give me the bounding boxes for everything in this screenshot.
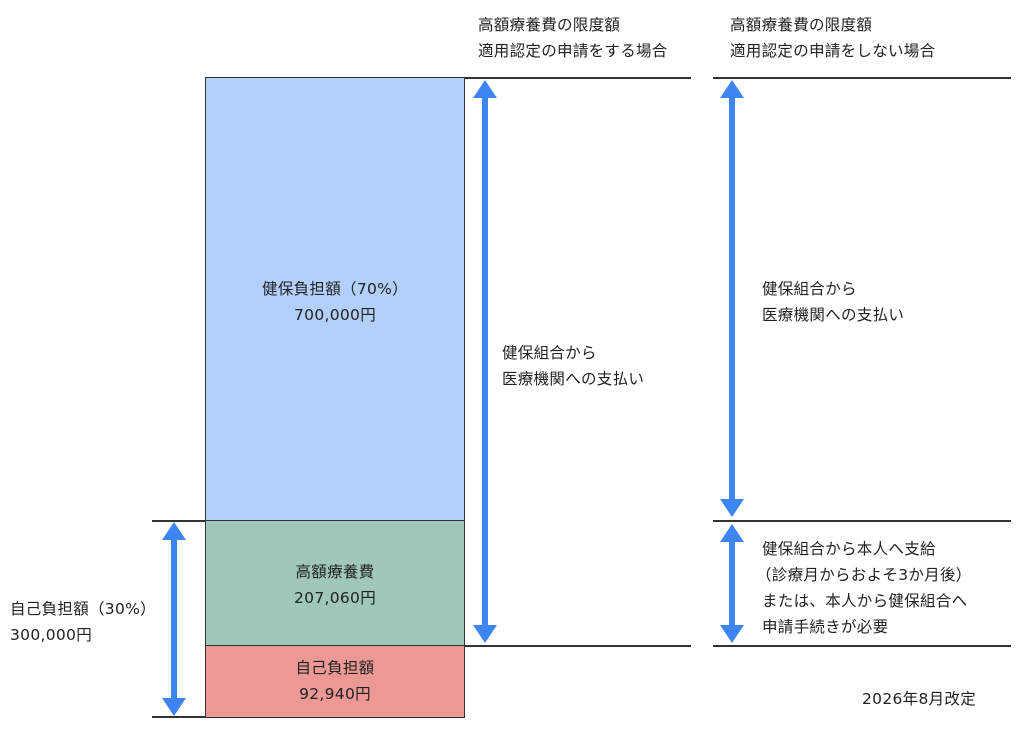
high-cost-segment: 高額療養費 207,060円 [205,520,465,647]
insurer-share-label: 健保負担額（70%） [262,280,408,298]
refund-note-line1: 健保組合から本人へ支給 [762,540,936,558]
with-certificate-label-line2: 医療機関への支払い [502,370,645,388]
refund-note-line2: （診療月からおよそ3か月後） [756,566,972,584]
insurer-share-amount: 700,000円 [294,306,376,324]
lower-line-without [713,645,1011,647]
with-certificate-label: 健保組合から 医療機関への支払い [502,340,644,392]
self-burden-total-amount: 300,000円 [10,626,92,644]
self-pay-amount: 92,940円 [299,685,371,703]
with-certificate-header: 高額療養費の限度額 適用認定の申請をする場合 [478,12,668,64]
insurer-share-segment: 健保負担額（70%） 700,000円 [205,77,465,522]
self-pay-segment: 自己負担額 92,940円 [205,645,465,718]
high-cost-amount: 207,060円 [294,589,376,607]
refund-note-line3: または、本人から健保組合へ [762,592,968,610]
revision-note: 2026年8月改定 [862,690,977,708]
bottom-line-left [152,716,206,718]
without-certificate-header-line1: 高額療養費の限度額 [730,16,873,34]
refund-note: 健保組合から本人へ支給 （診療月からおよそ3か月後） または、本人から健保組合へ… [756,536,972,640]
without-certificate-label: 健保組合から 医療機関への支払い [762,276,904,328]
top-line-without [713,77,1011,79]
middle-line-without [713,520,1011,522]
high-cost-label: 高額療養費 [295,563,375,581]
without-certificate-label-line2: 医療機関への支払い [762,306,905,324]
lower-line-with [464,645,691,647]
top-line-with [464,77,691,79]
without-certificate-header-line2: 適用認定の申請をしない場合 [730,42,936,60]
middle-line-left [152,520,206,522]
self-burden-total: 自己負担額（30%） 300,000円 [10,596,156,648]
without-certificate-label-line1: 健保組合から [762,280,857,298]
with-certificate-header-line1: 高額療養費の限度額 [478,16,621,34]
with-certificate-header-line2: 適用認定の申請をする場合 [478,42,668,60]
with-certificate-label-line1: 健保組合から [502,344,597,362]
self-burden-total-label: 自己負担額（30%） [10,600,156,618]
without-certificate-header: 高額療養費の限度額 適用認定の申請をしない場合 [730,12,935,64]
self-pay-label: 自己負担額 [295,659,375,677]
refund-note-line4: 申請手続きが必要 [762,618,889,636]
